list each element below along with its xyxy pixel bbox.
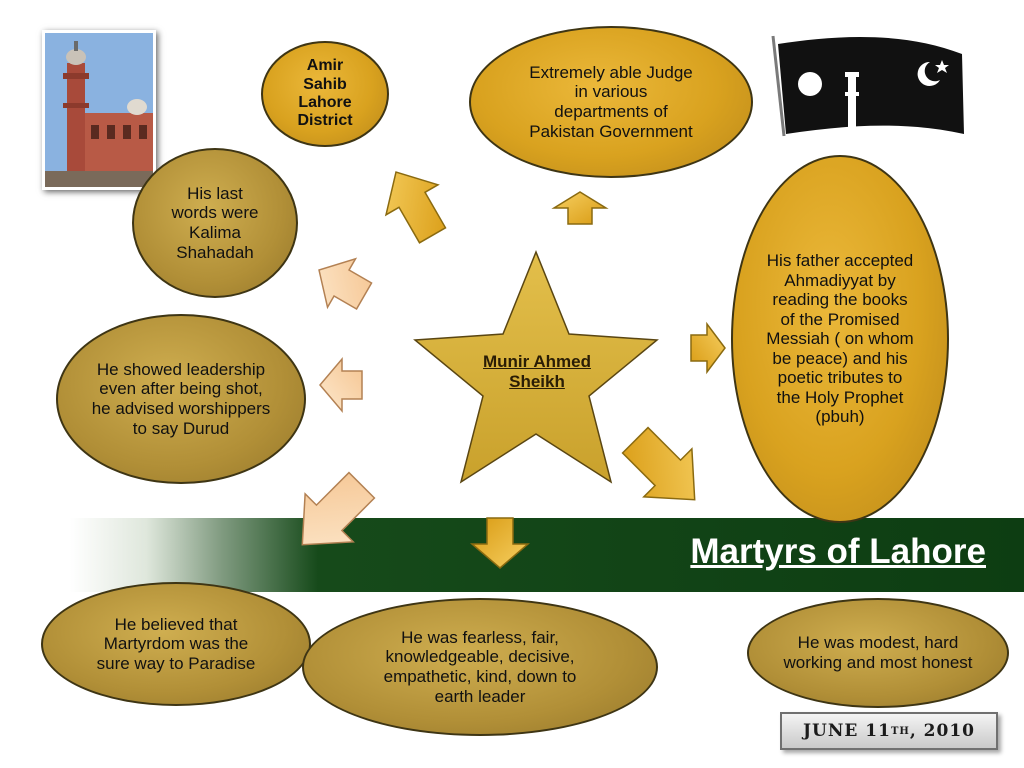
arrow-to-last-words <box>318 257 373 311</box>
arrow-to-judge <box>551 191 609 225</box>
node-judge: Extremely able Judge in various departme… <box>469 26 753 178</box>
arrow-to-leadership <box>319 356 363 414</box>
node-martyrdom: He believed that Martyrdom was the sure … <box>41 582 311 706</box>
center-star <box>413 249 659 484</box>
node-martyrdom-text: He believed that Martyrdom was the sure … <box>96 614 256 673</box>
arrow-to-amir <box>384 171 447 244</box>
node-judge-text: Extremely able Judge in various departme… <box>529 62 693 141</box>
arrow-to-modest <box>621 426 696 501</box>
node-amir-sahib-text: Amir Sahib Lahore District <box>297 57 353 130</box>
date-suffix: TH <box>890 725 910 737</box>
node-last-words: His last words were Kalima Shahadah <box>132 148 298 298</box>
title-banner <box>70 518 1024 592</box>
node-fearless-text: He was fearless, fair, knowledgeable, de… <box>383 627 577 706</box>
flag-image <box>771 35 964 137</box>
arrow-to-fearless <box>469 517 531 569</box>
mosque-photo <box>42 30 156 190</box>
node-modest: He was modest, hard working and most hon… <box>747 598 1009 708</box>
node-modest-text: He was modest, hard working and most hon… <box>783 633 973 672</box>
node-fearless: He was fearless, fair, knowledgeable, de… <box>302 598 658 736</box>
node-last-words-text: His last words were Kalima Shahadah <box>171 183 259 262</box>
node-leadership-text: He showed leadership even after being sh… <box>91 359 271 438</box>
arrow-to-father <box>690 321 726 375</box>
date-year: , 2010 <box>909 721 975 741</box>
node-father-text: His father accepted Ahmadiyyat by readin… <box>766 251 914 427</box>
date-day: JUNE 11 <box>803 721 891 741</box>
center-name: Munir Ahmed Sheikh <box>483 352 591 391</box>
node-leadership: He showed leadership even after being sh… <box>56 314 306 484</box>
slide-title: Martyrs of Lahore <box>690 532 986 571</box>
node-father: His father accepted Ahmadiyyat by readin… <box>731 155 949 523</box>
arrow-to-martyrdom <box>301 471 376 546</box>
node-amir-sahib: Amir Sahib Lahore District <box>261 41 389 147</box>
